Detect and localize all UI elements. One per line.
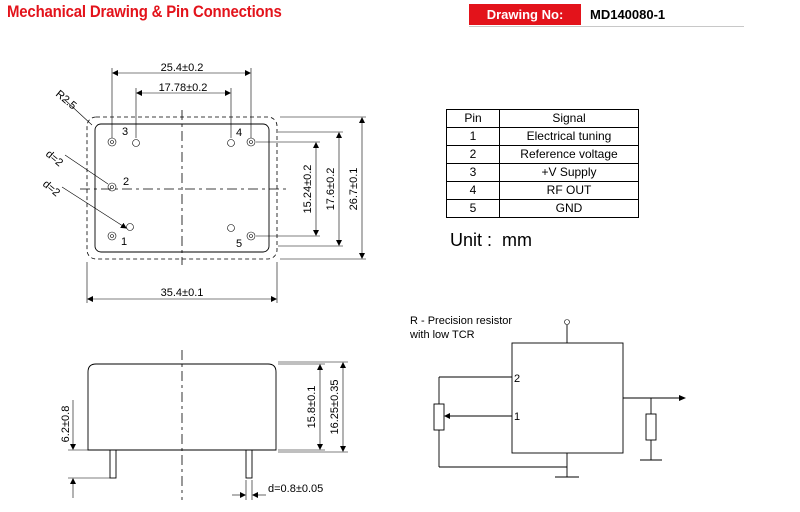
rf-out-arrow <box>679 395 686 401</box>
schematic-pin-1-label: 1 <box>514 411 520 423</box>
pin-1-mark <box>126 223 134 231</box>
table-row: 1 Electrical tuning <box>446 127 639 146</box>
load-resistor <box>645 413 657 441</box>
dim-pin-span-outer: 25.4±0.2 <box>161 62 204 74</box>
pin-4-pad <box>246 137 256 147</box>
dim-height-mid: 17.6±0.2 <box>325 168 337 211</box>
table-row: 5 GND <box>446 199 639 218</box>
pin-3-mark <box>132 139 140 147</box>
drawing-no-badge: Drawing No: <box>469 4 581 25</box>
pin-cell: 5 <box>446 199 500 218</box>
schematic-note-line2: with low TCR <box>409 329 475 341</box>
header-rule <box>469 26 744 27</box>
hole-leader-b <box>61 186 127 229</box>
pin-label-2: 2 <box>123 176 129 188</box>
signal-cell: Reference voltage <box>499 145 639 164</box>
precision-resistor <box>433 403 445 431</box>
pin-table: Pin Signal 1 Electrical tuning 2 Referen… <box>446 109 639 218</box>
pin-3-pad <box>107 137 117 147</box>
unit-label: Unit : mm <box>450 230 533 250</box>
dim-pin-diameter: d=0.8±0.05 <box>268 483 323 495</box>
dim-total-height: 16.25±0.35 <box>329 380 341 435</box>
corner-radius-label: R2.5 <box>53 88 79 112</box>
pin-2-hole <box>110 185 114 189</box>
pin-label-5: 5 <box>236 238 242 250</box>
pin-4-hole <box>249 140 253 144</box>
table-row: 2 Reference voltage <box>446 145 639 164</box>
wiper-arrow <box>444 413 450 419</box>
pin-5-mark <box>227 224 235 232</box>
pin-5-pad <box>246 231 256 241</box>
pin-5-hole <box>249 234 253 238</box>
schematic-note-line1: R - Precision resistor <box>410 315 512 327</box>
hole-diameter-label-b: d=2 <box>40 178 62 199</box>
dim-width-outer: 35.4±0.1 <box>161 287 204 299</box>
schematic: R - Precision resistor with low TCR 2 1 <box>409 315 686 478</box>
side-pin-left <box>109 449 117 479</box>
dim-body-height: 15.8±0.1 <box>306 386 318 429</box>
drawing-no-value: MD140080-1 <box>590 7 666 22</box>
pin-label-3: 3 <box>122 126 128 138</box>
side-view: 6.2±0.8 15.8±0.1 16.25±0.35 d=0.8±0.05 <box>60 350 348 500</box>
dim-height-pins: 15.24±0.2 <box>302 165 314 214</box>
pin-1-hole <box>110 234 114 238</box>
pin-label-4: 4 <box>236 127 242 139</box>
hole-leader-a <box>64 154 109 185</box>
dim-pin-span-inner: 17.78±0.2 <box>159 82 208 94</box>
side-view-body <box>87 363 277 451</box>
supply-terminal <box>564 319 570 325</box>
dim-height-outer: 26.7±0.1 <box>348 168 360 211</box>
pin-1-pad <box>107 231 117 241</box>
schematic-pin-2-label: 2 <box>514 373 520 385</box>
radius-leader <box>64 99 93 126</box>
hole-diameter-label-a: d=2 <box>43 148 65 169</box>
module-box <box>511 342 624 454</box>
page-title: Mechanical Drawing & Pin Connections <box>7 2 282 21</box>
dim-pin-length: 6.2±0.8 <box>60 406 72 443</box>
side-pin-right <box>245 449 253 479</box>
pin-3-hole <box>110 140 114 144</box>
pin-label-1: 1 <box>121 236 127 248</box>
signal-cell: GND <box>499 199 639 218</box>
top-view: 3 4 2 1 5 d=2 d=2 R2.5 25.4±0.2 17.78±0.… <box>40 62 366 303</box>
pin-2-pad <box>107 182 117 192</box>
pin-4-mark <box>227 139 235 147</box>
